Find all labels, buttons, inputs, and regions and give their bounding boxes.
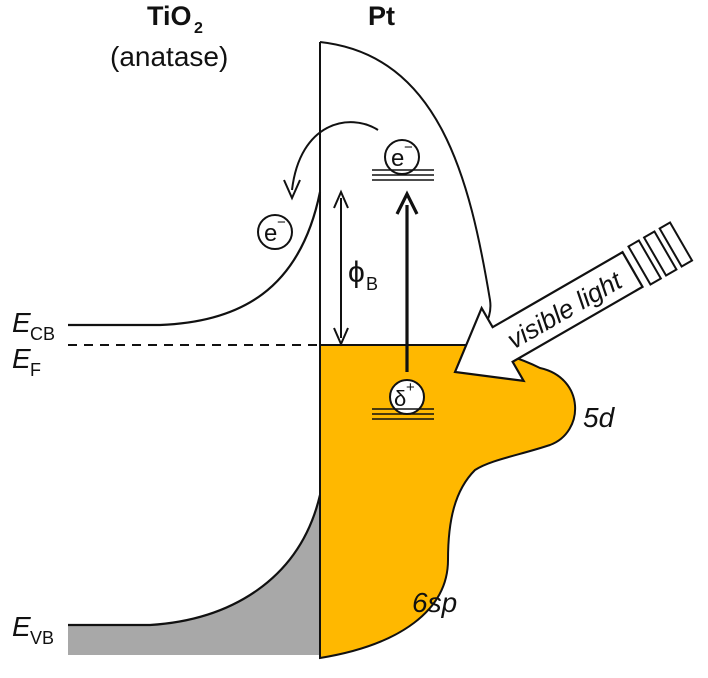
transferred-electron-sign: − xyxy=(277,214,286,231)
evb-label-sub: VB xyxy=(30,628,54,648)
excitation-arrow-head xyxy=(395,190,419,215)
barrier-arrow-head-top xyxy=(333,189,349,209)
pt-filled-states xyxy=(319,344,576,660)
pt-title: Pt xyxy=(368,1,395,31)
hole xyxy=(372,379,434,420)
tio2-title: TiO xyxy=(147,1,192,31)
hole-label: δ xyxy=(394,386,406,411)
ef-label: E xyxy=(12,343,31,374)
tio2-conduction-band xyxy=(68,191,322,327)
tio2-title-sub: 2 xyxy=(194,20,203,37)
hot-electron-label: e xyxy=(391,145,404,172)
tio2-phase: (anatase) xyxy=(110,41,228,72)
barrier-arrow-head-bottom xyxy=(333,327,349,347)
hot-electron xyxy=(372,139,434,181)
tio2-valence-band-edge xyxy=(68,494,322,627)
evb-label: E xyxy=(12,611,31,642)
transferred-electron xyxy=(257,214,293,250)
tio2-valence-band xyxy=(68,495,320,655)
ecb-label-sub: CB xyxy=(30,324,55,344)
band-5d-label: 5d xyxy=(583,402,616,433)
pt-dos-curve xyxy=(319,41,492,346)
transferred-electron-label: e xyxy=(264,220,277,247)
hole-sign: + xyxy=(406,379,415,396)
barrier-label: ϕ xyxy=(348,256,365,289)
light-label: visible light xyxy=(502,264,629,354)
transfer-arrow-head xyxy=(283,179,301,201)
transfer-arrow xyxy=(291,121,379,191)
band-6sp-label: 6sp xyxy=(412,587,457,618)
hot-electron-sign: − xyxy=(404,139,413,156)
ef-label-sub: F xyxy=(30,360,41,380)
barrier-label-sub: B xyxy=(366,274,378,294)
ecb-label: E xyxy=(12,307,31,338)
